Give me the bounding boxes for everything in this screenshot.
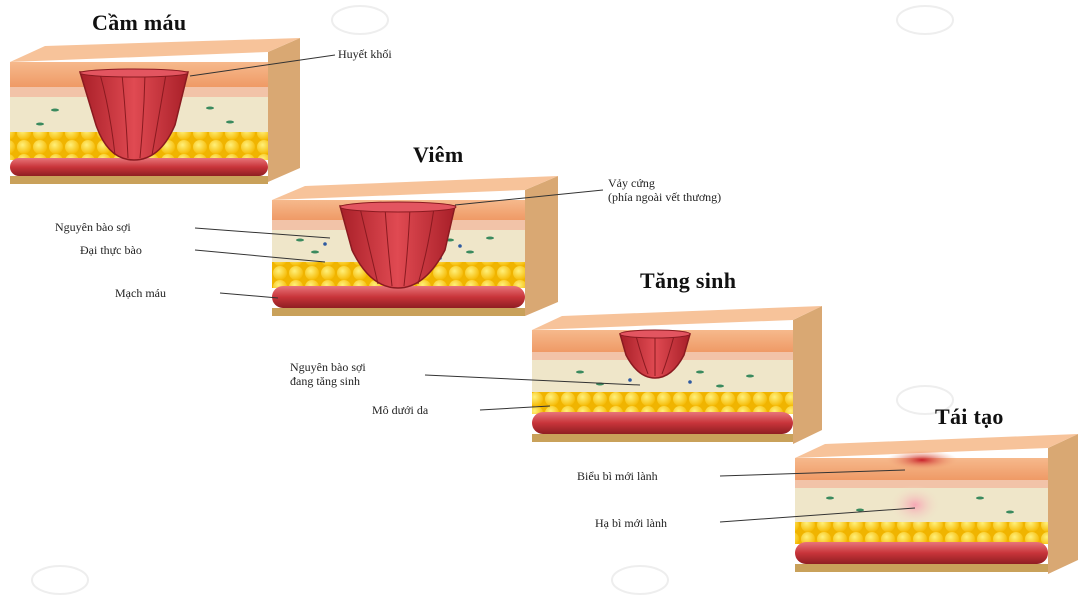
label-proliferating-fibroblast-note: đang tăng sinh: [290, 374, 360, 388]
label-scab: Vảy cứng: [608, 176, 655, 190]
label-scab-note: (phía ngoài vết thương): [608, 190, 721, 204]
label-subcutaneous-tissue: Mô dưới da: [372, 403, 428, 417]
label-proliferating-fibroblast: Nguyên bào sợi: [290, 360, 366, 374]
stage-title-proliferation: Tăng sinh: [640, 268, 736, 294]
block-proliferation: [532, 306, 822, 444]
label-macrophage: Đại thực bào: [80, 243, 142, 257]
label-fibroblast: Nguyên bào sợi: [55, 220, 131, 234]
label-thrombus: Huyết khối: [338, 47, 392, 61]
stage-title-inflammation: Viêm: [413, 142, 463, 168]
block-hemostasis: [10, 38, 300, 184]
stage-title-hemostasis: Cầm máu: [92, 10, 186, 36]
label-new-dermis: Hạ bì mới lành: [595, 516, 667, 530]
block-inflammation: [272, 176, 558, 316]
stage-title-remodeling: Tái tạo: [935, 404, 1004, 430]
label-blood-vessel: Mạch máu: [115, 286, 166, 300]
label-new-epidermis: Biểu bì mới lành: [577, 469, 658, 483]
block-remodeling: [795, 434, 1078, 574]
